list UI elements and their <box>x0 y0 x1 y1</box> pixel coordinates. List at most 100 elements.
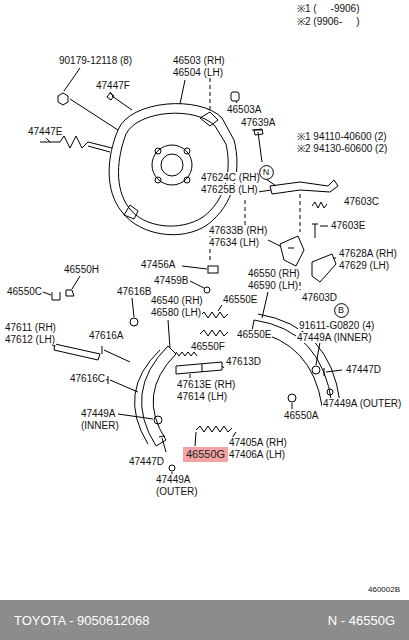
part-number: 47405A (RH) <box>228 437 288 448</box>
grommet <box>204 287 210 293</box>
part-number: 46503 (RH) <box>172 55 226 66</box>
bolt <box>107 93 132 110</box>
bolt <box>254 129 263 162</box>
spring-cup <box>327 389 333 395</box>
part-number: (OUTER) <box>155 486 199 497</box>
hub-hole <box>152 145 192 185</box>
part-number: 47613E (RH) <box>176 379 236 390</box>
nut <box>58 93 68 105</box>
part-number: 47447F <box>95 80 131 91</box>
part-number: 47616A <box>88 330 124 341</box>
bolt-hole <box>155 148 161 154</box>
part-number: 47629 (LH) <box>338 260 390 271</box>
leader-line <box>190 374 191 378</box>
part-number: 47624C (RH) <box>200 172 261 183</box>
circled-letter: N <box>259 165 274 180</box>
plug <box>231 92 239 101</box>
part-number: 47612 (LH) <box>4 334 56 345</box>
part-number: 47628A (RH) <box>338 248 398 259</box>
part-number: 46550F <box>190 341 226 352</box>
circle-letter: B <box>338 305 344 315</box>
bolt <box>324 368 342 376</box>
leader-line <box>218 305 222 311</box>
part-number: ※2 94130-60600 (2) <box>296 143 388 154</box>
part-number: 46540 (RH) <box>150 295 204 306</box>
part-number: 47447D <box>345 364 382 375</box>
footer-text: TOYOTA - 9050612068 <box>14 613 149 628</box>
part-number: 47447E <box>27 126 63 137</box>
part-number: 46550H <box>63 264 100 275</box>
leader-line <box>236 101 237 103</box>
part-number: 47614 (LH) <box>176 391 228 402</box>
leader-line <box>195 432 196 446</box>
bracket <box>280 236 304 266</box>
bolt-hole <box>184 148 190 154</box>
leader-line <box>292 403 293 409</box>
part-number: 47603E <box>330 220 366 231</box>
leader-line <box>333 258 336 259</box>
washer <box>288 394 296 402</box>
return-spring <box>200 312 228 318</box>
part-number: 47459B <box>153 275 189 286</box>
plate-boss <box>124 112 218 219</box>
date-note: ※1 ( -9906) <box>296 3 360 14</box>
adjuster <box>176 362 222 374</box>
leader-line <box>190 281 204 288</box>
part-number: 46503A <box>226 104 262 115</box>
leader-line <box>182 266 207 269</box>
brake-shoe <box>142 346 176 446</box>
shoe-lining <box>135 350 160 444</box>
part-number: 47633B (RH) <box>208 225 268 236</box>
spring-cup <box>169 465 175 471</box>
leader-line <box>316 342 320 365</box>
plug <box>208 266 218 273</box>
part-number: 47447D <box>128 456 165 467</box>
part-number: 47406A (LH) <box>228 449 286 460</box>
callout-number: 46550G <box>186 448 225 460</box>
part-number: 47616B <box>116 286 152 297</box>
part-number: 91611-G0820 (4) <box>298 320 375 331</box>
circle-outline <box>334 303 348 317</box>
part-number: 47634 (LH) <box>208 237 260 248</box>
leader-line <box>258 190 271 192</box>
spring-cup <box>312 366 320 374</box>
leader-line <box>110 92 113 96</box>
date-note: ※2 (9906- ) <box>296 16 360 27</box>
leader-line <box>70 99 118 130</box>
return-spring <box>200 330 228 336</box>
circle-letter: N <box>263 167 270 177</box>
part-number: 47449A (OUTER) <box>322 398 402 409</box>
highlight-box: 46550G <box>183 447 228 462</box>
part-number: 47639A <box>240 117 276 128</box>
bolt-hole <box>155 177 161 183</box>
lower-spring <box>196 426 232 432</box>
part-number: 46550E <box>222 294 258 305</box>
part-number: 90179-12118 (8) <box>58 55 133 66</box>
part-number: 47449A (INNER) <box>296 332 372 343</box>
bolt-hole <box>184 177 190 183</box>
leader-line <box>252 130 262 131</box>
part-number: 47625B (LH) <box>200 184 259 195</box>
hold-down-cup <box>130 318 138 326</box>
part-number: 46550 (RH) <box>247 268 301 279</box>
leader-line <box>168 320 170 348</box>
clip <box>66 290 74 296</box>
leader-line <box>180 80 185 104</box>
leader-line <box>46 138 50 142</box>
leader-line <box>118 414 153 419</box>
leader-line <box>268 240 280 246</box>
leader-line <box>43 292 51 295</box>
leader-line <box>64 68 80 91</box>
spring-cup <box>154 416 162 424</box>
leader-line <box>320 226 328 227</box>
clip <box>52 292 60 300</box>
footer-text: N - 46550G <box>328 613 395 628</box>
part-number: ※1 94110-40600 (2) <box>296 131 388 142</box>
part-number: 47611 (RH) <box>4 322 57 333</box>
footer-band: TOYOTA - 9050612068 N - 46550G <box>0 600 409 640</box>
circled-letter: B <box>334 303 349 318</box>
part-number: 47616C <box>69 373 106 384</box>
part-number: 47603C <box>343 196 380 207</box>
adjuster-spring <box>176 352 197 356</box>
